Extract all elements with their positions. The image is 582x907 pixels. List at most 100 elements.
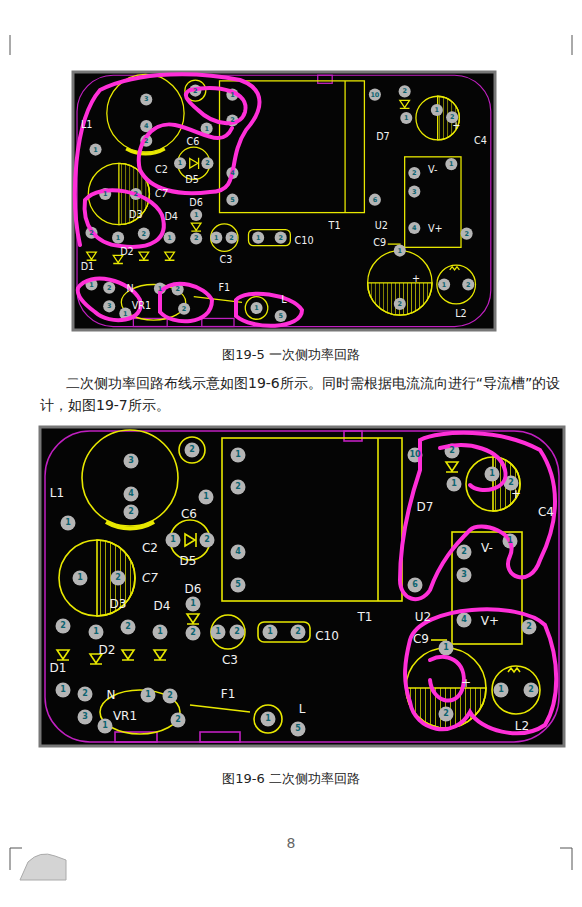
pad-number: 1 [489,470,495,478]
solder-pad [400,112,412,124]
solder-pad [457,545,472,560]
pad-number: 1 [167,234,171,240]
pad-number: 2 [189,446,195,454]
solder-pad [186,626,201,641]
silk-label: D2 [120,247,134,257]
solder-pad [185,443,200,458]
solder-pad [231,448,246,463]
pad-number: 10 [409,451,420,459]
pad-number: 6 [412,581,418,589]
solder-pad [252,232,264,244]
solder-pad [138,228,150,240]
pad-number: 2 [115,574,121,582]
silk-label: V- [481,542,493,554]
pad-number: 1 [265,715,271,723]
solder-pad [186,597,201,612]
solder-pad [231,545,246,560]
silk-label: + [452,121,460,131]
pad-number: 6 [373,196,377,202]
silk-label: D2 [99,644,116,656]
solder-pad [394,298,406,310]
pad-number: 2 [204,536,210,544]
solder-pad [439,707,454,722]
pad-number: 2 [205,160,209,166]
solder-pad [226,194,238,206]
solder-pad [103,300,115,312]
pad-number: 2 [144,137,148,143]
solder-pad [211,625,226,640]
pad-number: 2 [175,716,181,724]
solder-pad [124,454,139,469]
pad-number: 1 [60,686,66,694]
silk-label: F1 [221,688,236,700]
silk-label: C7 [142,572,158,584]
pad-number: 5 [295,725,301,733]
pad-number: 1 [65,519,71,527]
pad-number: 1 [178,160,182,166]
body-text: 二次侧功率回路布线示意如图19-6所示。同时需根据电流流向进行“导流槽”的设计，… [40,372,564,416]
solder-pad [200,533,215,548]
solder-pad [445,158,457,170]
silk-label: D7 [376,132,390,142]
pad-number: 2 [193,87,197,93]
pad-number: 2 [175,286,179,292]
silk-label: D4 [164,212,178,222]
pad-number: 2 [128,508,134,516]
solder-pad [231,578,246,593]
silk-label: D6 [189,198,203,208]
solder-pad [462,278,474,290]
pad-number: 1 [203,493,209,501]
silk-label: U2 [375,221,388,231]
silk-label: C6 [181,508,197,520]
pad-number: 1 [93,628,99,636]
solder-pad [461,228,473,240]
silk-label: D6 [185,583,202,595]
pad-number: 2 [398,301,402,307]
pad-number: 2 [235,483,241,491]
solder-pad [199,490,214,505]
solder-pad [174,157,186,169]
solder-pad [78,710,93,725]
solder-pad [408,167,420,179]
silk-label: T1 [329,221,341,231]
solder-pad [210,232,222,244]
pad-number: 1 [93,146,97,152]
page-number: 8 [0,836,582,850]
pad-number: 1 [442,281,446,287]
pad-number: 2 [528,686,534,694]
pad-number: 4 [144,123,148,129]
silk-label: V+ [481,615,499,627]
pad-number: 2 [402,88,406,94]
solder-pad [90,144,102,156]
solder-pad [522,620,537,635]
pad-number: 2 [450,114,454,120]
pad-number: 2 [190,629,196,637]
pad-number: 4 [412,225,416,231]
solder-pad [112,232,124,244]
pad-number: 2 [230,117,234,123]
pad-number: 2 [461,548,467,556]
silk-label: C9 [413,633,429,645]
pad-number: 2 [107,285,111,291]
pad-number: 1 [204,125,208,131]
solder-pad [408,578,423,593]
pad-number: 1 [404,115,408,121]
solder-pad [61,516,76,531]
pad-number: 2 [182,306,186,312]
pad-number: 1 [102,722,108,730]
pad-number: 1 [398,247,402,253]
solder-pad [89,625,104,640]
solder-pad [178,303,190,315]
solder-pad [230,625,245,640]
figure-caption: 图19-6 二次侧功率回路 [0,772,582,785]
pad-number: 1 [230,91,234,97]
pad-number: 1 [507,537,513,545]
solder-pad [166,533,181,548]
solder-pad [98,719,113,734]
pad-number: 3 [82,713,88,721]
pad-number: 2 [412,170,416,176]
silk-label: V+ [428,224,443,234]
pad-number: 1 [214,234,218,240]
solder-pad [261,712,276,727]
